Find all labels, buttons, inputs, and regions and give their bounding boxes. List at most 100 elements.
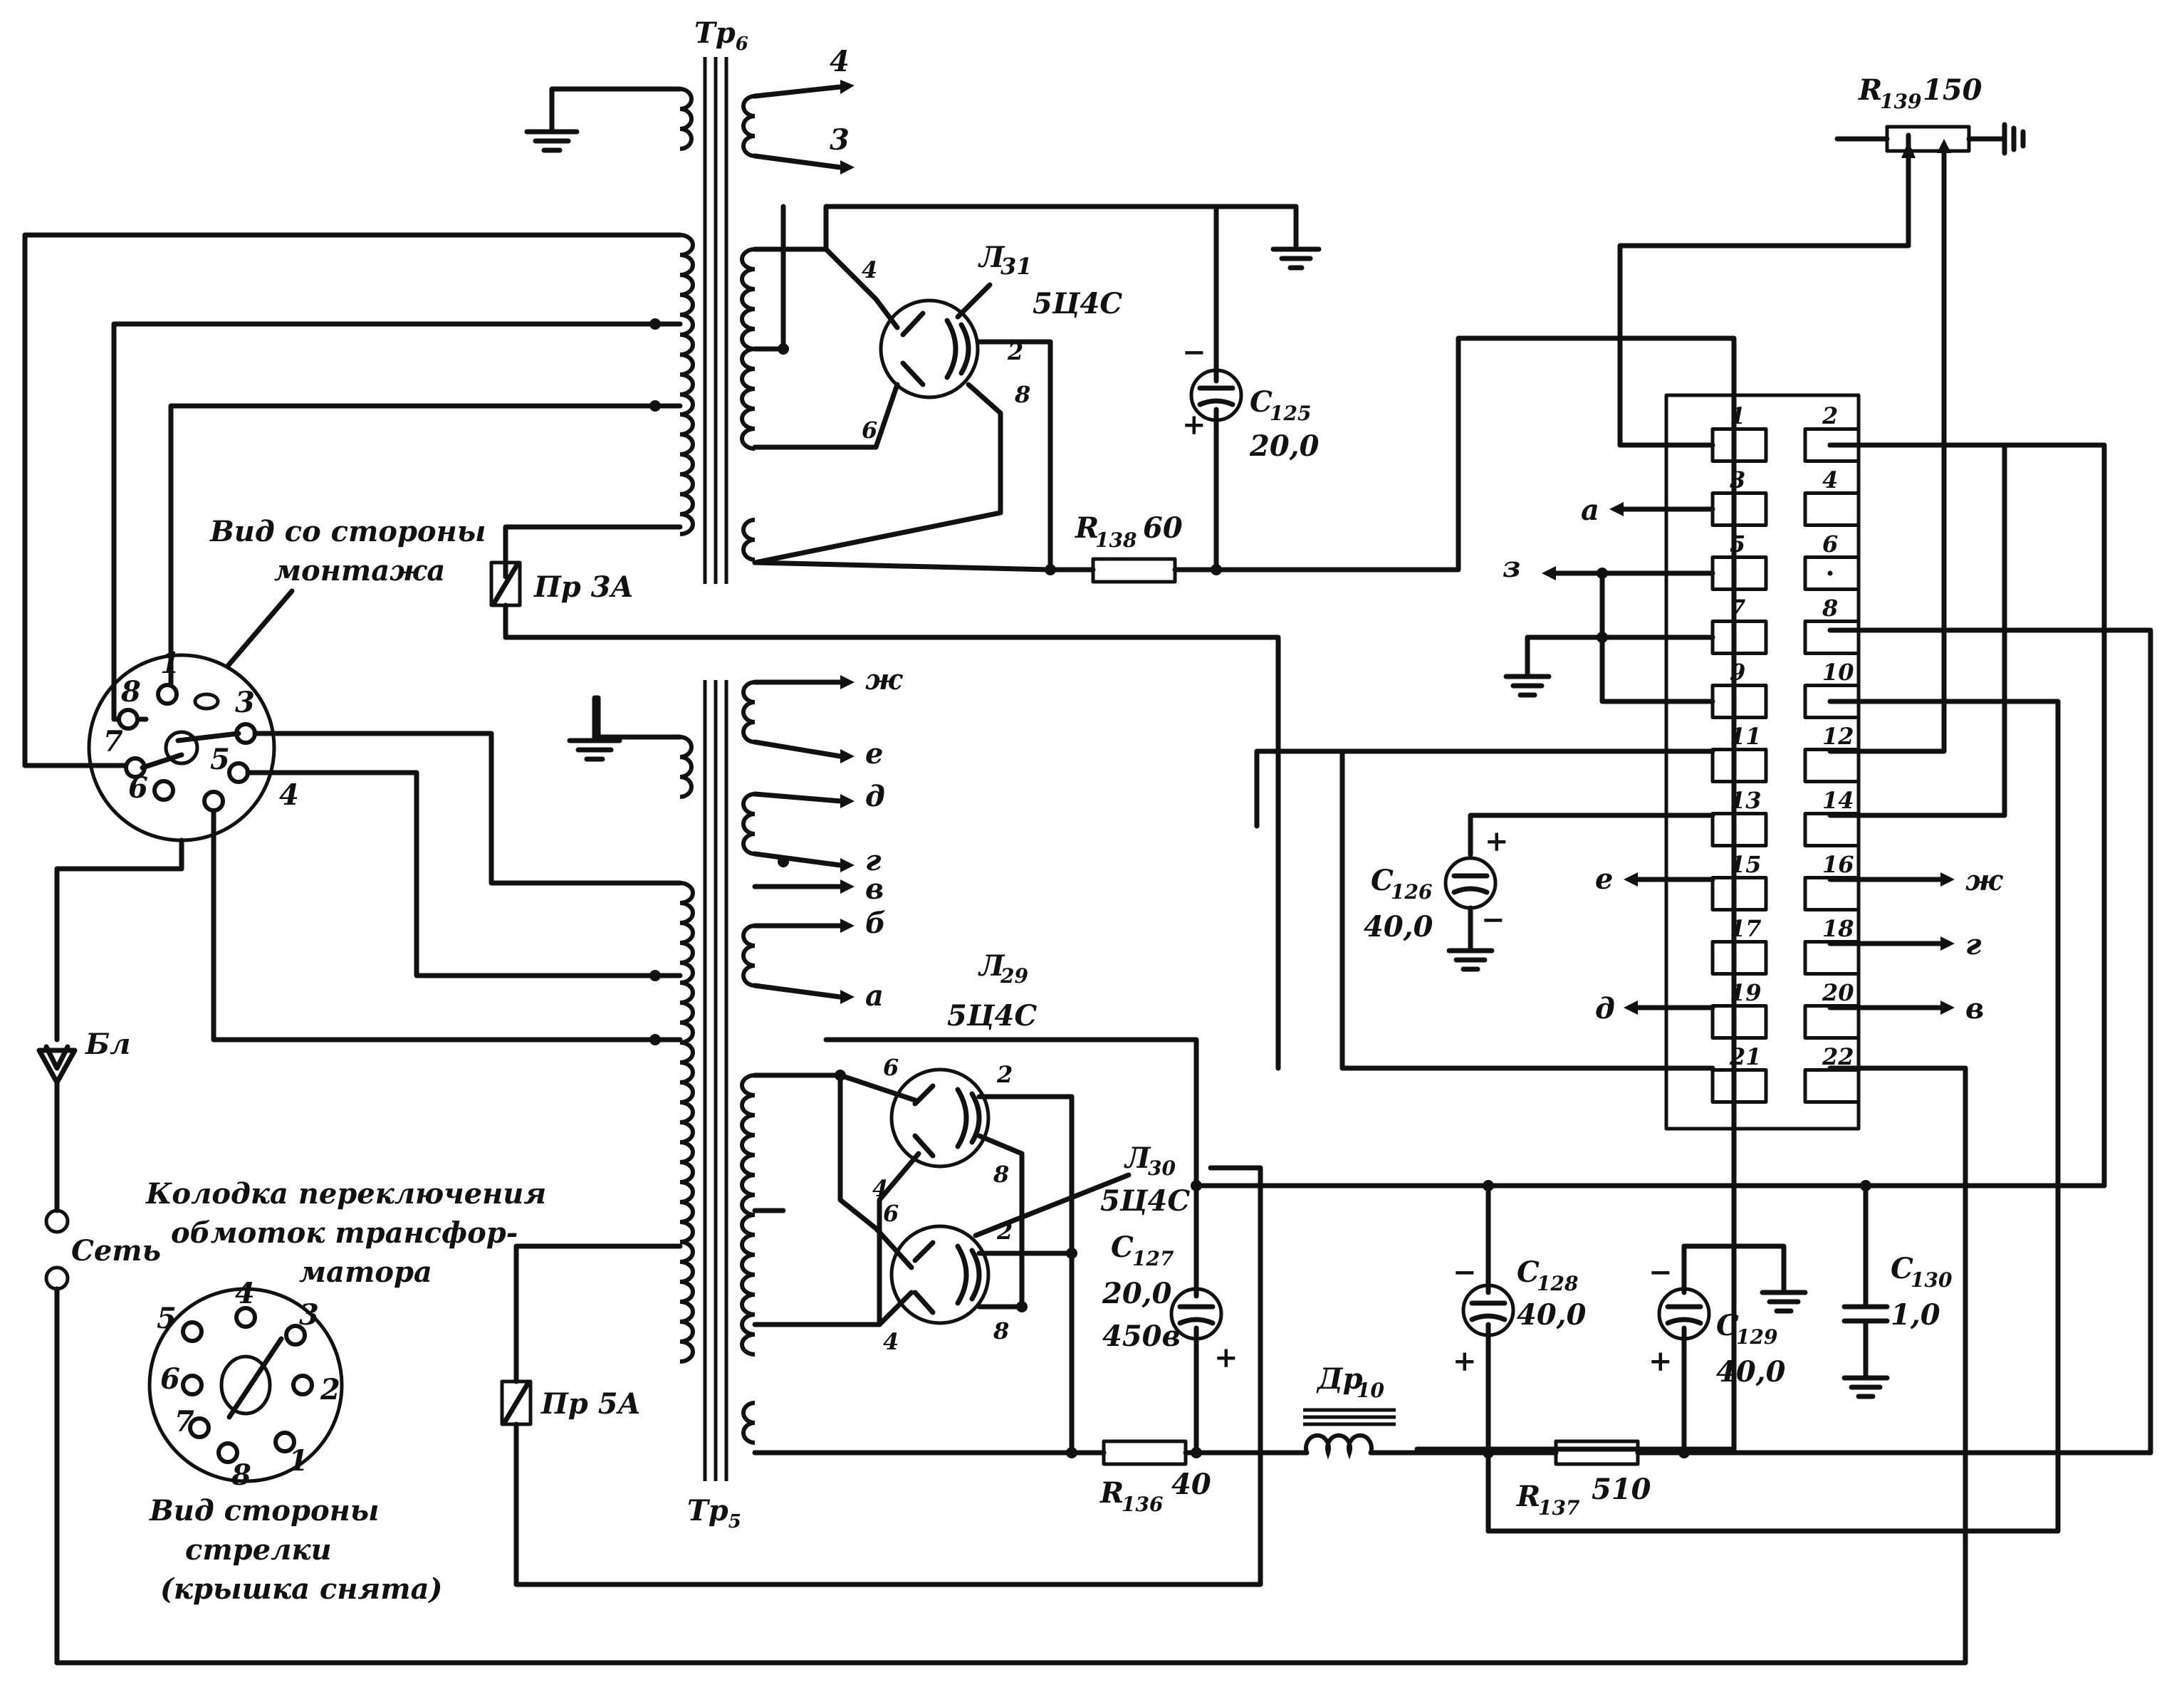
- capacitor-c126: + − C 126 40,0: [1364, 825, 1509, 972]
- svg-text:б: б: [865, 907, 886, 940]
- connector-pin-label: 10: [1822, 659, 1854, 686]
- svg-text:136: 136: [1122, 1493, 1163, 1516]
- svg-text:4: 4: [279, 778, 299, 812]
- svg-text:8: 8: [993, 1161, 1009, 1188]
- svg-text:г: г: [865, 844, 882, 877]
- svg-text:Л: Л: [1124, 1142, 1151, 1175]
- connector-pin: [1803, 1068, 1861, 1104]
- svg-text:3: 3: [235, 686, 255, 719]
- svg-text:20,0: 20,0: [1249, 429, 1320, 463]
- svg-text:40,0: 40,0: [1517, 1298, 1587, 1332]
- connector-pin-label: 2: [1822, 402, 1838, 429]
- capacitor-c127: + C 127 20,0 450в: [1102, 1180, 1238, 1458]
- tube-l30: Л 30 5Ц4С 6 2 4 8: [883, 1142, 1190, 1355]
- tube-l29: Л 29 5Ц4С 6 2 4 8: [872, 949, 1037, 1202]
- capacitor-c129: − + C 129 40,0: [1649, 1243, 1808, 1456]
- svg-text:+: +: [1214, 1341, 1238, 1374]
- svg-text:40,0: 40,0: [1716, 1355, 1786, 1389]
- switch-caption-1: Колодка переключения: [145, 1177, 546, 1211]
- svg-text:450в: 450в: [1102, 1320, 1181, 1353]
- svg-text:Бл: Бл: [85, 1028, 130, 1061]
- svg-text:C: C: [1111, 1231, 1134, 1264]
- svg-text:4: 4: [862, 256, 877, 283]
- svg-text:7: 7: [174, 1405, 194, 1438]
- connector-block: [1664, 393, 1861, 1131]
- connector-pin-label: 17: [1730, 915, 1762, 942]
- svg-text:5Ц4С: 5Ц4С: [1100, 1184, 1190, 1218]
- svg-text:6: 6: [160, 1362, 180, 1396]
- ground-symbol: [1503, 674, 1552, 698]
- connector-pin-label: 6: [1822, 531, 1838, 558]
- tp5-label: Тр5: [687, 1494, 741, 1532]
- resistor-r138: R 138 60: [1045, 511, 1452, 584]
- resistor-r139: R 139 150: [1834, 73, 2026, 158]
- connector-pin-label: 11: [1730, 723, 1762, 750]
- capacitor-c125: − + C 125 20,0: [1182, 204, 1320, 573]
- connector-pin-label: 21: [1729, 1043, 1762, 1070]
- connector-pin-label: 13: [1730, 787, 1762, 814]
- switch-footer-1: Вид стороны: [149, 1494, 380, 1527]
- svg-text:6: 6: [862, 417, 877, 444]
- svg-text:137: 137: [1538, 1496, 1580, 1520]
- switch-footer-2: стрелки: [185, 1533, 332, 1567]
- svg-text:8: 8: [1014, 381, 1030, 408]
- choke-dr10: Др 10: [1286, 1362, 1491, 1460]
- socket-mount-side: 1 8 3 7 5 6 4: [87, 588, 299, 842]
- svg-text:40,0: 40,0: [1364, 910, 1433, 944]
- connector-pin-label: 5: [1730, 531, 1745, 558]
- switch-caption-3: матора: [299, 1255, 432, 1289]
- connector-pin-label: 9: [1730, 659, 1745, 686]
- svg-text:д: д: [1595, 992, 1615, 1025]
- svg-text:+: +: [1485, 825, 1509, 858]
- svg-text:а: а: [865, 979, 884, 1013]
- connector-pin: [1710, 940, 1768, 976]
- svg-text:8: 8: [120, 675, 141, 709]
- svg-text:139: 139: [1880, 90, 1921, 113]
- svg-text:128: 128: [1537, 1272, 1578, 1295]
- fuse-5a: Пр 5А: [500, 1165, 1263, 1587]
- svg-text:+: +: [1182, 408, 1206, 442]
- tp5-taps: ж е д г в б а: [752, 663, 903, 1013]
- connector-pin-label: 12: [1822, 723, 1854, 750]
- connector-pin: [1803, 748, 1861, 783]
- svg-text:125: 125: [1270, 402, 1311, 425]
- connector-pin: [1803, 491, 1861, 527]
- svg-text:150: 150: [1923, 73, 1982, 107]
- resistor-r136: R 136 40: [1099, 1439, 1292, 1516]
- tp6-label: Тр6: [694, 16, 748, 55]
- tap-4-label: 4: [830, 45, 850, 78]
- switch-socket: 5 4 3 6 2 7 8 1: [147, 1277, 344, 1492]
- connector-pin-label: 8: [1822, 595, 1838, 622]
- l31-label: Л: [978, 241, 1005, 274]
- svg-text:29: 29: [1000, 964, 1028, 988]
- connector-pin-label: 15: [1730, 851, 1762, 878]
- svg-text:+: +: [1453, 1344, 1477, 1378]
- svg-text:10: 10: [1357, 1379, 1384, 1402]
- transformer-tp6: Тр6: [679, 16, 756, 584]
- connector-pin-label: 18: [1822, 915, 1854, 942]
- connector-pin: [1710, 812, 1768, 847]
- connector-pin: [1803, 684, 1861, 719]
- switch-footer-3: (крышка снята): [160, 1572, 442, 1606]
- svg-text:4: 4: [235, 1277, 255, 1310]
- svg-text:40: 40: [1171, 1468, 1211, 1501]
- svg-text:Сеть: Сеть: [71, 1234, 161, 1268]
- svg-text:з: з: [1503, 550, 1521, 584]
- svg-text:126: 126: [1391, 880, 1432, 904]
- ground-symbol: [567, 695, 683, 762]
- svg-text:в: в: [865, 872, 884, 906]
- socket-caption-1: Вид со стороны: [209, 515, 486, 548]
- connector-pin-label: 16: [1822, 851, 1854, 878]
- svg-text:30: 30: [1148, 1156, 1176, 1180]
- svg-text:в: в: [1965, 992, 1984, 1025]
- svg-text:д: д: [865, 780, 885, 813]
- svg-text:60: 60: [1143, 511, 1183, 545]
- svg-text:510: 510: [1592, 1473, 1651, 1506]
- svg-text:5: 5: [157, 1302, 177, 1335]
- connector-pin: [1803, 876, 1861, 911]
- indicator-lamp: Бл: [36, 1028, 130, 1085]
- svg-text:130: 130: [1911, 1268, 1953, 1292]
- svg-text:8: 8: [231, 1458, 251, 1492]
- ground-symbol: [524, 86, 683, 153]
